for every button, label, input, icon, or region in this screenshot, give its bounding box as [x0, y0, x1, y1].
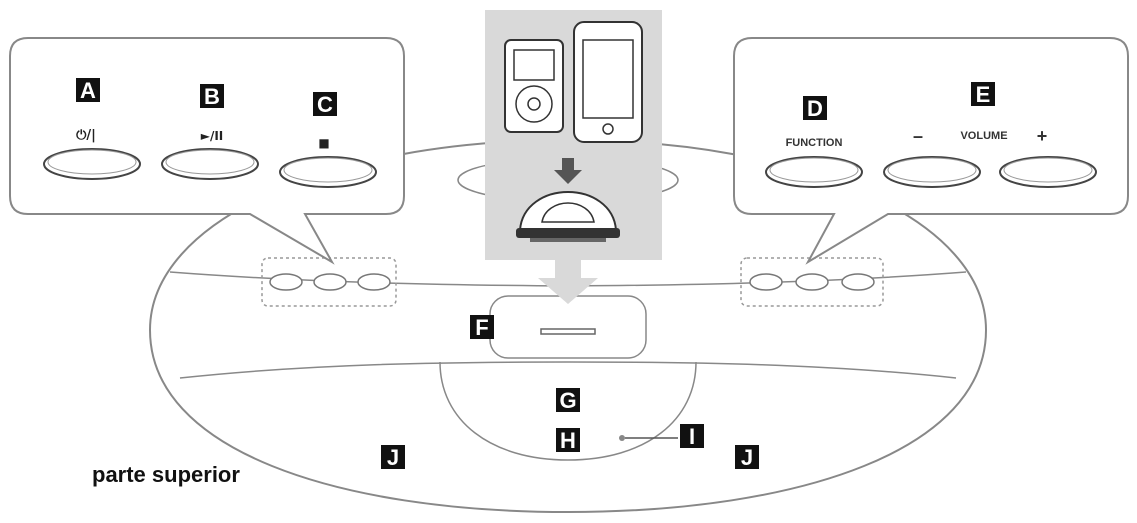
volume-label: VOLUME: [960, 130, 1007, 142]
dock-slot: [540, 328, 596, 335]
label-a: A: [76, 78, 100, 103]
dock-connector[interactable]: [489, 295, 647, 359]
ipod-icon: [504, 39, 564, 133]
svg-text:I: I: [689, 424, 695, 449]
power-button[interactable]: [43, 148, 141, 180]
dock-adapter-icon: [516, 190, 620, 242]
front-semicircle: [439, 361, 697, 461]
label-f: F: [470, 315, 494, 340]
svg-text:J: J: [741, 445, 753, 470]
stop-button[interactable]: [279, 156, 377, 188]
play-pause-button[interactable]: [161, 148, 259, 180]
label-j-left: J: [381, 445, 405, 470]
svg-text:C: C: [317, 92, 333, 117]
svg-text:B: B: [204, 84, 220, 109]
label-g: G: [556, 388, 580, 413]
indicator-dot: [619, 435, 625, 441]
right-body-buttons: [749, 273, 875, 291]
svg-text:J: J: [387, 445, 399, 470]
svg-text:H: H: [560, 428, 576, 453]
svg-text:F: F: [475, 315, 488, 340]
left-body-buttons: [269, 273, 391, 291]
label-j-right: J: [735, 445, 759, 470]
svg-text:E: E: [976, 82, 991, 107]
svg-text:A: A: [80, 78, 96, 103]
volume-plus-sign: +: [1037, 126, 1048, 146]
label-b: B: [200, 84, 224, 109]
label-e: E: [971, 82, 995, 107]
label-c: C: [313, 92, 337, 117]
label-h: H: [556, 428, 580, 453]
label-i: I: [680, 424, 704, 449]
iphone-icon: [573, 21, 643, 143]
right-button-cluster-box: [740, 257, 884, 307]
body-band-lower: [179, 361, 957, 379]
function-button[interactable]: [765, 156, 863, 188]
caption-parte-superior: parte superior: [92, 462, 240, 487]
svg-text:D: D: [807, 96, 823, 121]
stop-icon: ■: [318, 136, 329, 150]
function-label: FUNCTION: [786, 137, 843, 149]
power-icon: ⏻/|: [76, 128, 96, 143]
volume-down-button[interactable]: [883, 156, 981, 188]
down-arrow-icon: [554, 158, 582, 184]
play-pause-icon: ►/II: [201, 129, 224, 143]
volume-up-button[interactable]: [999, 156, 1097, 188]
right-callout-bubble: [733, 37, 1129, 265]
label-d: D: [803, 96, 827, 121]
dock-insert-arrow: [538, 260, 598, 304]
svg-text:G: G: [559, 388, 576, 413]
volume-minus-sign: –: [913, 126, 923, 146]
